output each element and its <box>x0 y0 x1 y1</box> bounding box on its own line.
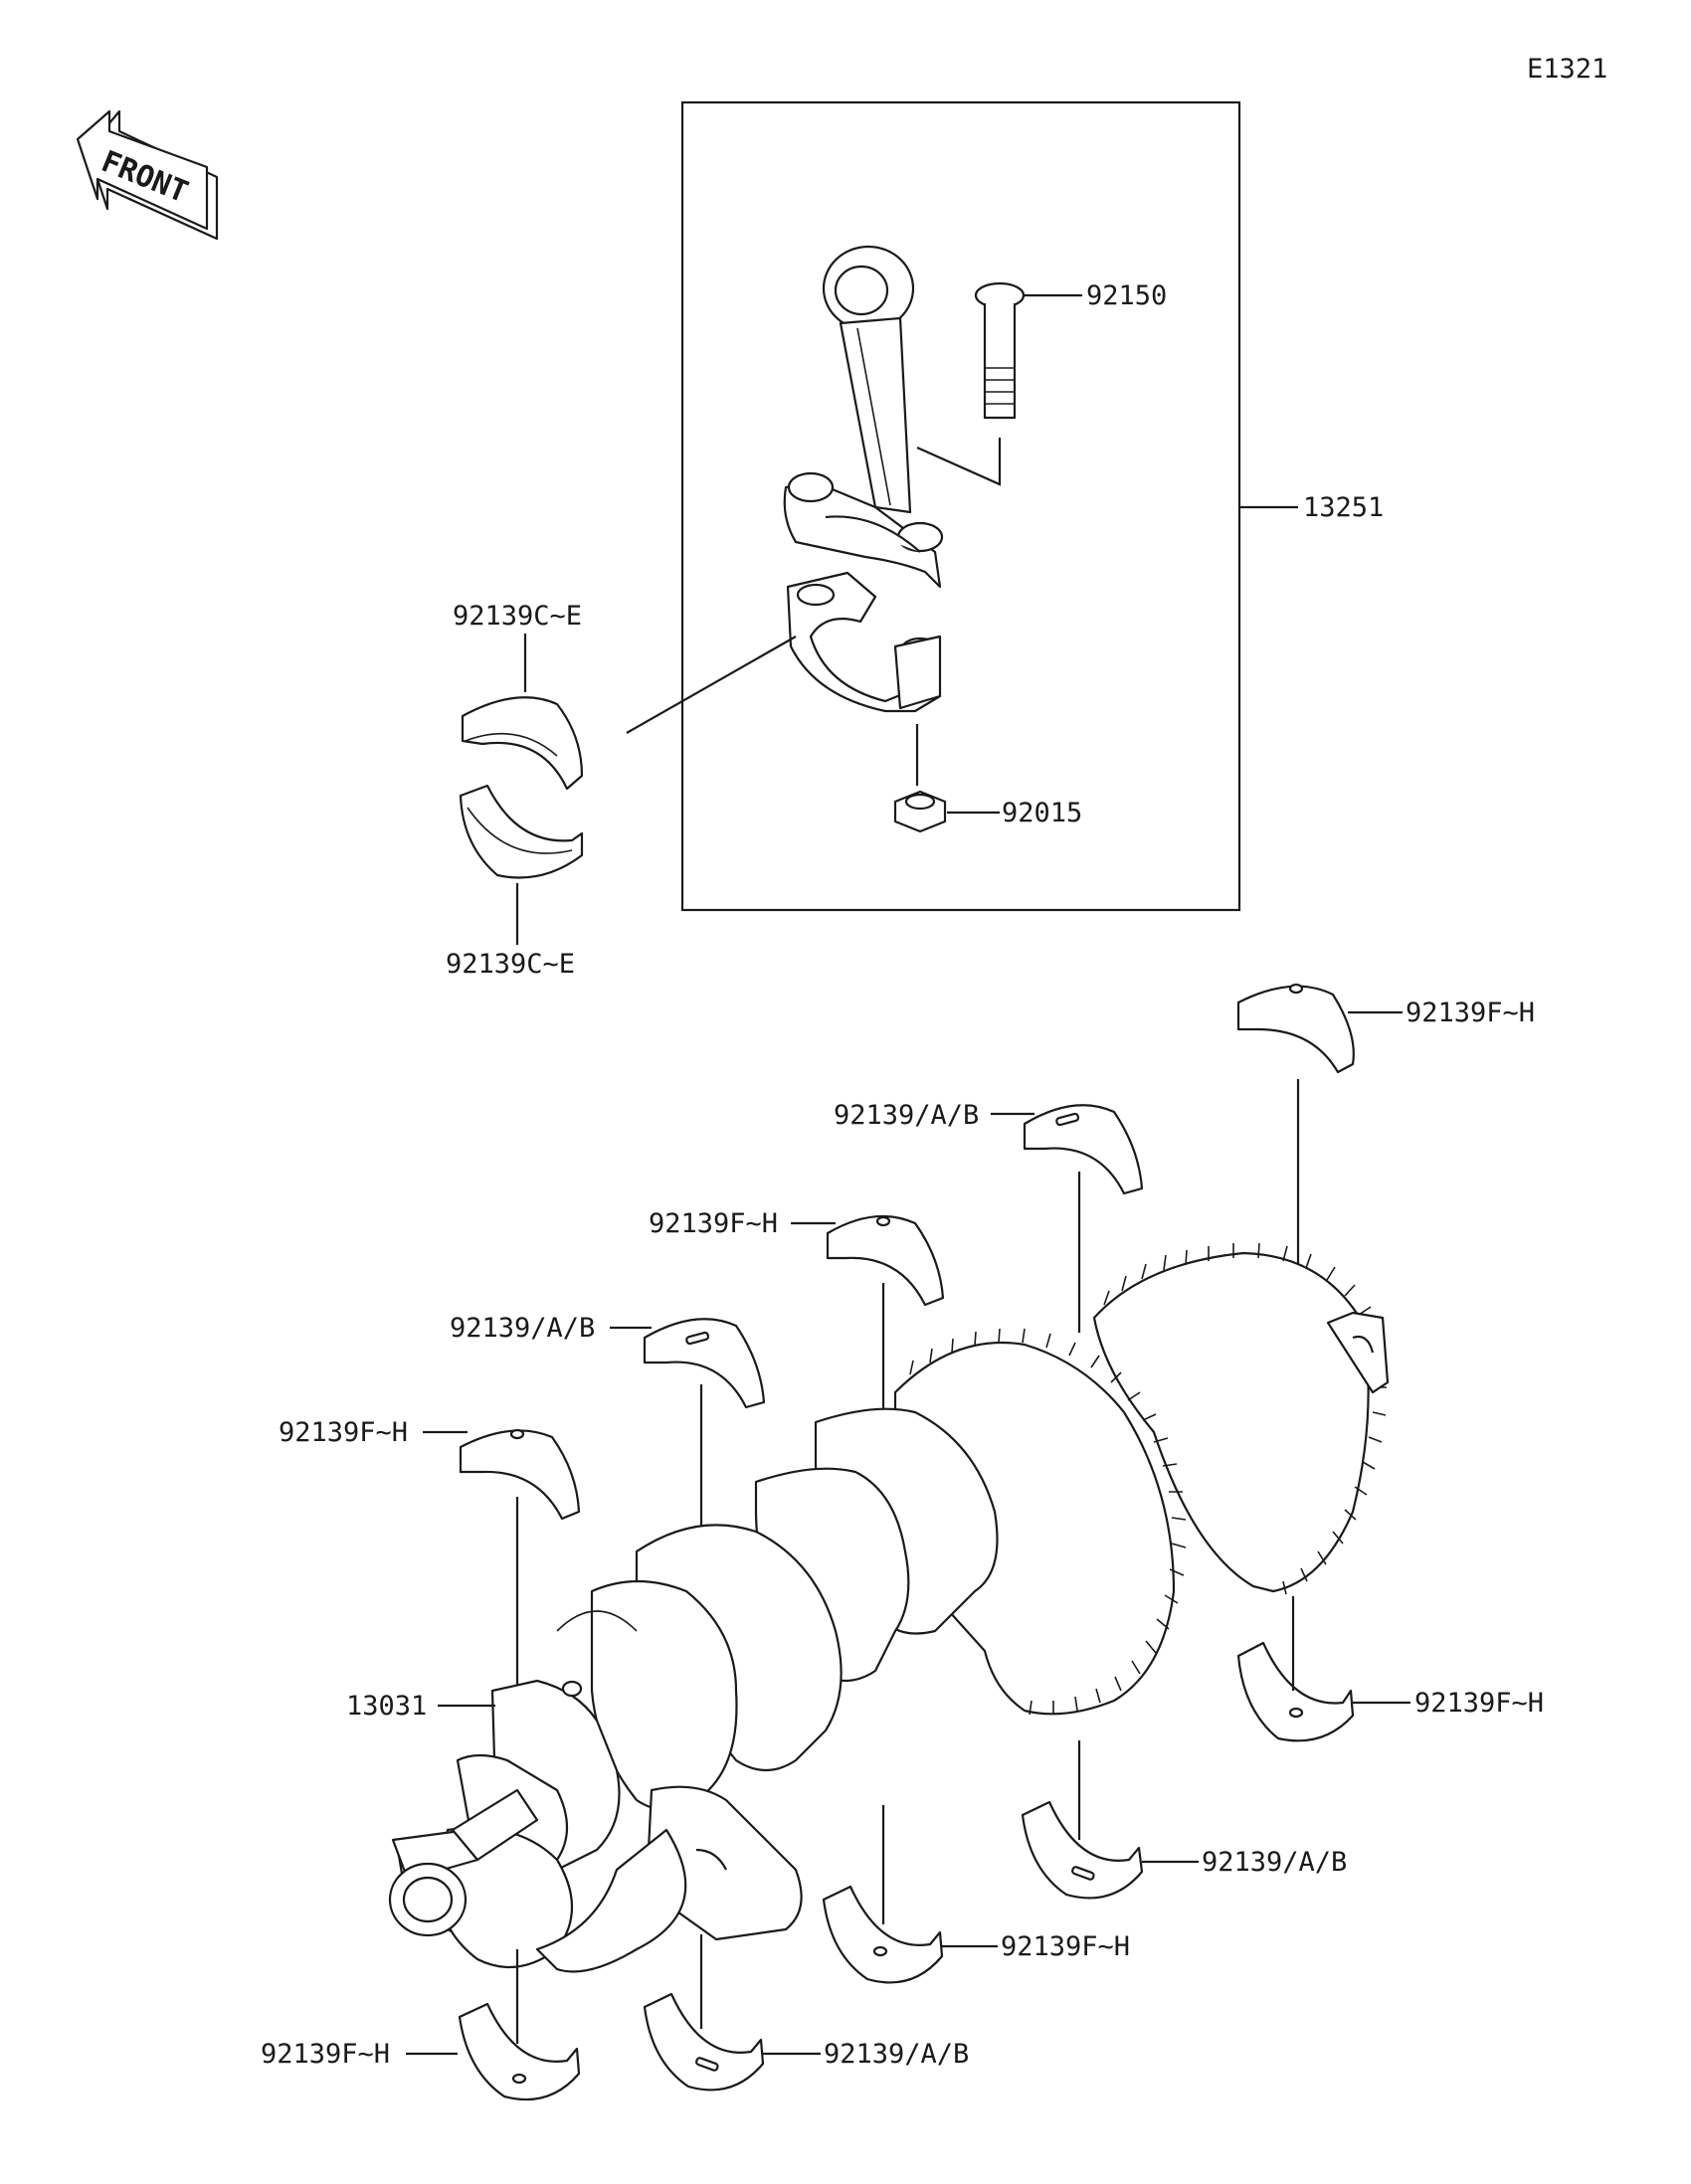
callout-92139fh-6: 92139F~H <box>261 2039 390 2070</box>
front-direction-arrow-icon: FRONT <box>76 109 219 241</box>
main-bearing-shell-5 <box>459 1428 581 1521</box>
callout-92150: 92150 <box>1086 280 1167 311</box>
crankshaft <box>388 1242 1390 1973</box>
main-bearing-shell-6 <box>1236 1641 1355 1742</box>
rod-bearing-upper <box>461 696 584 791</box>
rod-bearing-lower <box>459 784 584 879</box>
main-bearing-shell-10 <box>458 2002 581 2101</box>
callout-92139ab-2: 92139/A/B <box>450 1313 595 1344</box>
conrod-nut <box>893 790 947 833</box>
callout-92139ab-3: 92139/A/B <box>1202 1847 1347 1878</box>
main-bearing-shell-8 <box>822 1885 944 1984</box>
callout-92139fh-2: 92139F~H <box>649 1208 778 1239</box>
connecting-rod-cap <box>786 571 942 713</box>
main-bearing-shell-3 <box>826 1214 945 1307</box>
main-bearing-shell-9 <box>643 1992 765 2092</box>
callout-13251: 13251 <box>1303 492 1384 523</box>
callout-92015: 92015 <box>1002 798 1082 828</box>
callout-13031: 13031 <box>346 1691 427 1722</box>
callout-92139fh-5: 92139F~H <box>1001 1931 1130 1962</box>
callout-92139ab-1: 92139/A/B <box>834 1100 979 1131</box>
main-bearing-shell-1 <box>1236 983 1355 1074</box>
callout-92139ce-top: 92139C~E <box>453 601 582 632</box>
conrod-bolt <box>974 281 1026 420</box>
callout-92139ce-bot: 92139C~E <box>446 949 575 980</box>
callout-92139fh-3: 92139F~H <box>279 1417 408 1448</box>
main-bearing-shell-7 <box>1021 1800 1144 1900</box>
callout-92139fh-1: 92139F~H <box>1406 998 1535 1028</box>
diagram-id: E1321 <box>1527 54 1607 85</box>
callout-92139fh-4: 92139F~H <box>1414 1688 1544 1719</box>
main-bearing-shell-2 <box>1023 1104 1144 1195</box>
main-bearing-shell-4 <box>643 1318 766 1409</box>
callout-92139ab-4: 92139/A/B <box>824 2039 969 2070</box>
connecting-rod <box>783 245 944 589</box>
conrod-assembly-box <box>680 100 1241 912</box>
